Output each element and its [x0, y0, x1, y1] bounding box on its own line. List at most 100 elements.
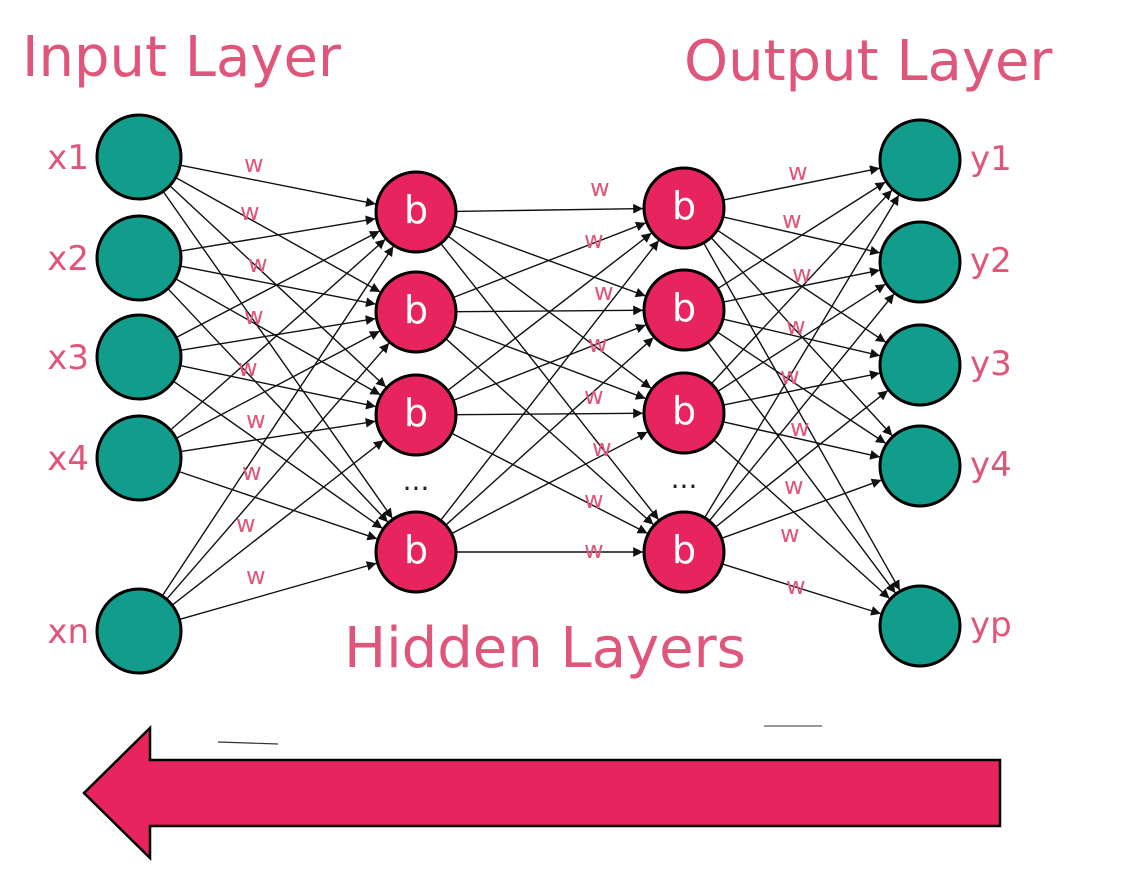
input-hidden-edge: [161, 245, 394, 597]
bias-label: b: [672, 184, 696, 228]
weight-label: w: [238, 354, 258, 382]
hidden-output-edge: [710, 237, 893, 437]
input-hidden-edge: [175, 330, 381, 440]
hidden-output-edge: [708, 293, 895, 522]
hidden-output-edge: [714, 389, 889, 528]
hidden-layer-1-node: [374, 373, 458, 457]
input-hidden-edge: [172, 380, 383, 529]
input-node: [95, 113, 183, 201]
input-hidden-edge: [171, 439, 385, 606]
weight-label: w: [584, 486, 604, 514]
weight-label: w: [236, 510, 256, 538]
hidden-output-edge: [710, 189, 893, 385]
weight-label: w: [590, 174, 610, 202]
weight-label: w: [784, 472, 804, 500]
input-hidden-edge: [180, 265, 376, 308]
input-layer-title: Input Layer: [22, 25, 342, 90]
hidden-hidden-edge: [445, 336, 655, 526]
input-node: [95, 414, 183, 502]
output-node-label: y4: [970, 445, 1012, 485]
bias-label: b: [404, 188, 428, 232]
hidden-hidden-edge: [440, 239, 660, 521]
input-hidden-edge: [180, 164, 376, 207]
bias-label: b: [672, 389, 696, 433]
hidden-layer-1-node: [374, 170, 458, 254]
input-hidden-edge: [180, 417, 376, 453]
output-node-label: yp: [970, 605, 1012, 645]
input-hidden-edge: [162, 190, 394, 519]
weight-label: w: [786, 572, 806, 600]
weight-label: w: [584, 536, 604, 564]
weight-label: w: [584, 382, 604, 410]
bias-label: b: [672, 528, 696, 572]
weight-label: w: [782, 206, 802, 234]
weight-label: w: [780, 362, 800, 390]
output-node: [878, 584, 962, 668]
input-hidden-edge: [167, 288, 389, 523]
input-hidden-edge: [179, 561, 377, 621]
hidden-layer-2-ellipsis: ...: [671, 462, 698, 495]
output-node: [878, 220, 962, 304]
backpropagation-arrow: [82, 725, 1002, 861]
weight-label: w: [240, 198, 260, 226]
weight-label: w: [246, 406, 266, 434]
hidden-output-edge: [721, 478, 882, 539]
weight-label: w: [786, 312, 806, 340]
weight-label: w: [792, 260, 812, 288]
divider-left: [217, 741, 279, 745]
hidden-output-edge: [704, 194, 900, 519]
input-hidden-edge: [175, 278, 381, 396]
output-node-label: y2: [970, 241, 1012, 281]
hidden-hidden-edge: [447, 232, 652, 392]
hidden-layer-1-node: [374, 270, 458, 354]
hidden-output-edge: [713, 439, 891, 600]
input-hidden-edge: [166, 342, 390, 600]
weight-label: w: [244, 150, 264, 178]
hidden-hidden-edge: [455, 408, 644, 419]
hidden-layer-1-node: [374, 510, 458, 594]
hidden-output-edge: [703, 242, 901, 591]
hidden-hidden-edge: [452, 323, 647, 402]
weight-label: w: [248, 250, 268, 278]
output-node: [878, 118, 962, 202]
input-hidden-edge: [175, 230, 381, 339]
hidden-hidden-edge: [453, 221, 647, 299]
weight-label: w: [584, 226, 604, 254]
output-node-label: y1: [970, 139, 1012, 179]
bias-label: b: [672, 286, 696, 330]
weight-label: w: [788, 158, 808, 186]
output-layer-title: Output Layer: [684, 29, 1053, 94]
weight-label: w: [244, 302, 264, 330]
input-node-label: x3: [47, 338, 89, 378]
output-node: [878, 323, 962, 407]
hidden-output-edge: [722, 421, 881, 460]
bias-label: b: [404, 528, 428, 572]
hidden-hidden-edge: [451, 431, 648, 535]
hidden-layer-2-node: [642, 268, 726, 352]
input-node: [95, 587, 183, 675]
weight-label: w: [790, 414, 810, 442]
hidden-layer-2-node: [642, 371, 726, 455]
output-node-label: y3: [970, 344, 1012, 384]
input-hidden-edge: [179, 364, 377, 410]
connections: [161, 164, 901, 621]
input-hidden-edge: [180, 215, 376, 252]
input-node: [95, 313, 183, 401]
hidden-output-edge: [723, 370, 880, 406]
input-hidden-edge: [169, 238, 386, 431]
bias-label: b: [404, 288, 428, 332]
output-node: [878, 424, 962, 508]
input-hidden-edge: [178, 470, 378, 541]
hidden-output-edge: [723, 165, 880, 201]
input-hidden-edge: [169, 185, 387, 388]
hidden-output-edge: [716, 331, 887, 444]
bias-label: b: [404, 391, 428, 435]
hidden-layer-2-node: [642, 510, 726, 594]
weight-label: w: [780, 520, 800, 548]
hidden-layer-1-ellipsis: ...: [403, 464, 430, 497]
input-node-label: xn: [47, 612, 89, 652]
hidden-output-edge: [717, 181, 886, 290]
hidden-output-edge: [717, 283, 886, 393]
